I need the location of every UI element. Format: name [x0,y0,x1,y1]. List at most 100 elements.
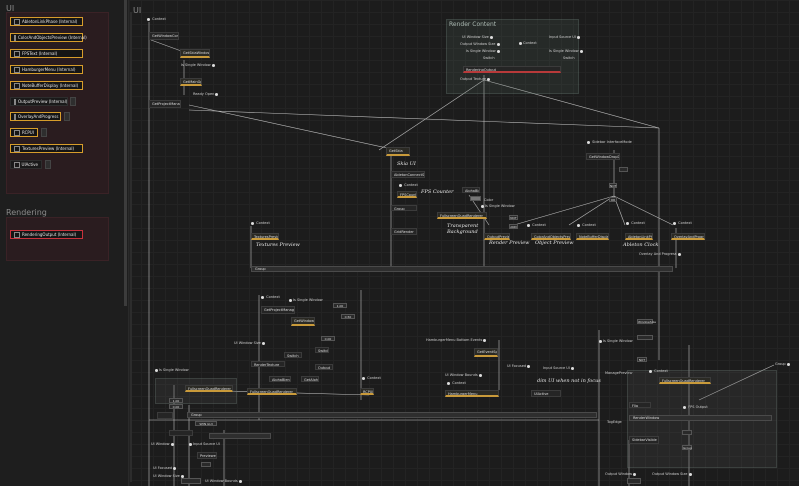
ui-active-node[interactable]: UIActive [531,390,561,397]
object-preview-comment: Object Preview [535,240,574,246]
sidebar-item-texturespreview[interactable]: TexturesPreview (Internal) [10,144,83,153]
value-box-5[interactable]: 0.00 [169,404,183,409]
checkbox-icon [14,50,20,57]
fps-count-node[interactable]: FPSCount [397,191,417,198]
spin-gui-box[interactable]: SPIN GUI [195,421,217,426]
render-texture-node[interactable]: RenderTexture [251,361,285,367]
and-node[interactable]: AND [509,224,518,229]
output-node-small[interactable]: Output [315,364,333,370]
sidebar-item-fpstext[interactable]: FPSText (Internal) [10,49,83,58]
switch-node-b[interactable]: Switch [315,347,329,353]
output-node-bottom-left[interactable] [181,478,201,484]
note-buffer-display-node[interactable]: NoteBufferDisplay [576,233,609,240]
checkbox-icon [14,82,20,89]
expand-toggle-icon[interactable] [64,112,70,121]
is-single-window-output-2: Is Single Window [549,49,584,53]
expand-toggle-icon[interactable] [45,160,51,169]
edge-box[interactable] [201,462,211,467]
grid-render-node[interactable]: GridRender [391,228,417,235]
window-size-box-2[interactable] [637,335,653,340]
rcpui-node[interactable]: RCPUI [360,388,374,395]
previewed-node[interactable]: Previewed [197,452,217,459]
sidebar-item-colorandobjectspreview[interactable]: ColorAndObjectsPreview (Internal) [10,33,87,42]
ui-window-size-output-2: UI Window Size [153,474,185,478]
render-node-small[interactable] [157,412,173,419]
gray-node[interactable] [682,430,692,435]
fullscreen-quad-renderer-node[interactable]: FullscreenQuadRenderer [437,212,487,219]
sidebar-item-notebufferdisplay[interactable]: NoteBufferDisplay (Internal) [10,81,83,90]
is-single-window-output: Is Single Window [466,49,501,53]
group-small-node[interactable]: Group [682,445,693,450]
ui-window-output: UI Window [151,442,175,446]
render-output-node-small[interactable] [169,430,193,436]
switch-node-small[interactable] [619,167,628,172]
ableton-connect-space-node[interactable]: AbletonConnectSpace [391,171,425,178]
sidebar-visible-node[interactable]: SidebarVisible [629,436,659,444]
get-project-manager-node[interactable]: GetProjectManager [149,100,181,108]
color-swatch[interactable] [470,196,481,201]
get-main-gpu-node[interactable]: GetMainGpu [180,78,202,86]
sidebar-item-rcpui[interactable]: RCPUI [10,128,38,137]
rendering-output-node[interactable]: RenderingOutput [463,66,561,73]
hamburger-menu-node[interactable]: HamburgerMenu [445,390,499,397]
group-node-small[interactable]: Group [391,205,417,211]
get-window-drop-down-node[interactable]: GetWindowDropDown [586,153,620,160]
ui-focused-output: UI Focused [507,364,531,368]
get-event-spread-node[interactable]: GetEventSpread [474,348,498,357]
value-box-2[interactable]: 0.50 [341,314,355,319]
textures-preview-node[interactable]: TexturesPreview [251,233,279,240]
not-node-2[interactable]: NOT [509,215,518,220]
switch-node[interactable]: Switch [284,352,302,358]
value-box-4[interactable]: 1.00 [169,398,183,403]
rendering-group-panel [6,217,109,261]
value-box-1[interactable]: 1.00 [333,303,347,308]
ui-window-size-input: UI Window Size [234,341,266,345]
fullscreen-quad-renderer-node-3[interactable]: FullscreenQuadRenderer [659,377,711,384]
expand-toggle-icon[interactable] [41,128,47,137]
window-size-box[interactable]: WindowSize [637,319,656,324]
fps-counter-comment: FPS Counter [421,189,454,195]
sidebar-scrollbar[interactable] [124,0,127,306]
is-single-window-label: Is Single Window [181,63,216,67]
flip-bar[interactable] [209,433,271,439]
alpha-blend-node[interactable]: AlphaBlend [462,187,480,193]
fps-output-label: FPS Output [683,405,708,409]
not-node-3[interactable]: NOT [637,357,647,362]
context-output: Context [519,41,537,45]
ableton-link-phase-node[interactable]: AbletonLinkPhase [625,233,653,240]
sidebar-item-overlayandprogress[interactable]: OverlayAndProgress [10,112,61,121]
render-content-group[interactable]: Render Content [446,19,579,94]
color-and-objects-preview-node[interactable]: ColorAndObjectsPreview [531,233,571,240]
alpha-blend-node-2[interactable]: AlphaBlend [269,376,291,382]
fullscreen-quad-renderer-node-4[interactable]: FullscreenQuadRenderer [185,385,233,392]
fullscreen-group[interactable] [155,378,237,404]
node-graph-canvas[interactable]: UI [129,0,799,486]
context-input-note: Context [577,223,596,227]
output-node-bottom[interactable] [627,478,641,484]
sidebar-item-renderingoutput[interactable]: RenderingOutput (Internal) [10,230,83,239]
get-skia-node[interactable]: GetSkia [386,147,410,156]
expand-toggle-icon[interactable] [70,97,76,106]
get-skia-window-node[interactable]: GetSkiaWindow [180,49,210,58]
sidebar-item-outputpreview[interactable]: OutputPreview (Internal) [10,97,68,106]
get-project-manager-node-2[interactable]: GetProjectManager [261,306,295,314]
graph-title: UI [133,6,142,15]
value-box-3[interactable]: 0.00 [321,336,335,341]
group-bar-2[interactable]: Group [187,412,597,418]
get-alpha-node[interactable]: GetAlpha [301,376,319,382]
sidebar-item-uiactive[interactable]: UIActive [10,160,42,169]
or-node[interactable]: OR [609,197,617,202]
get-window-node[interactable]: GetWindowSize [291,317,315,326]
not-node[interactable]: NOT [609,183,617,188]
output-preview-node[interactable]: OutputPreview [484,233,510,240]
fullscreen-quad-renderer-node-2[interactable]: FullscreenQuadRenderer [247,388,297,395]
overlay-and-progress-node[interactable]: OverlayAndProgress [671,233,705,240]
render-window-bar[interactable]: RenderWindow [629,415,772,421]
group-bar[interactable]: Group [251,266,673,272]
sidebar-item-abletonlinkphase[interactable]: AbletonLinkPhase (Internal) [10,17,83,26]
flip-node[interactable]: Flip [629,402,651,408]
sidebar-item-hamburgermenu[interactable]: HamburgerMenu (Internal) [10,65,83,74]
graph-left-rail [130,12,132,482]
get-window-config-node[interactable]: GetWindowConfig [149,32,179,40]
